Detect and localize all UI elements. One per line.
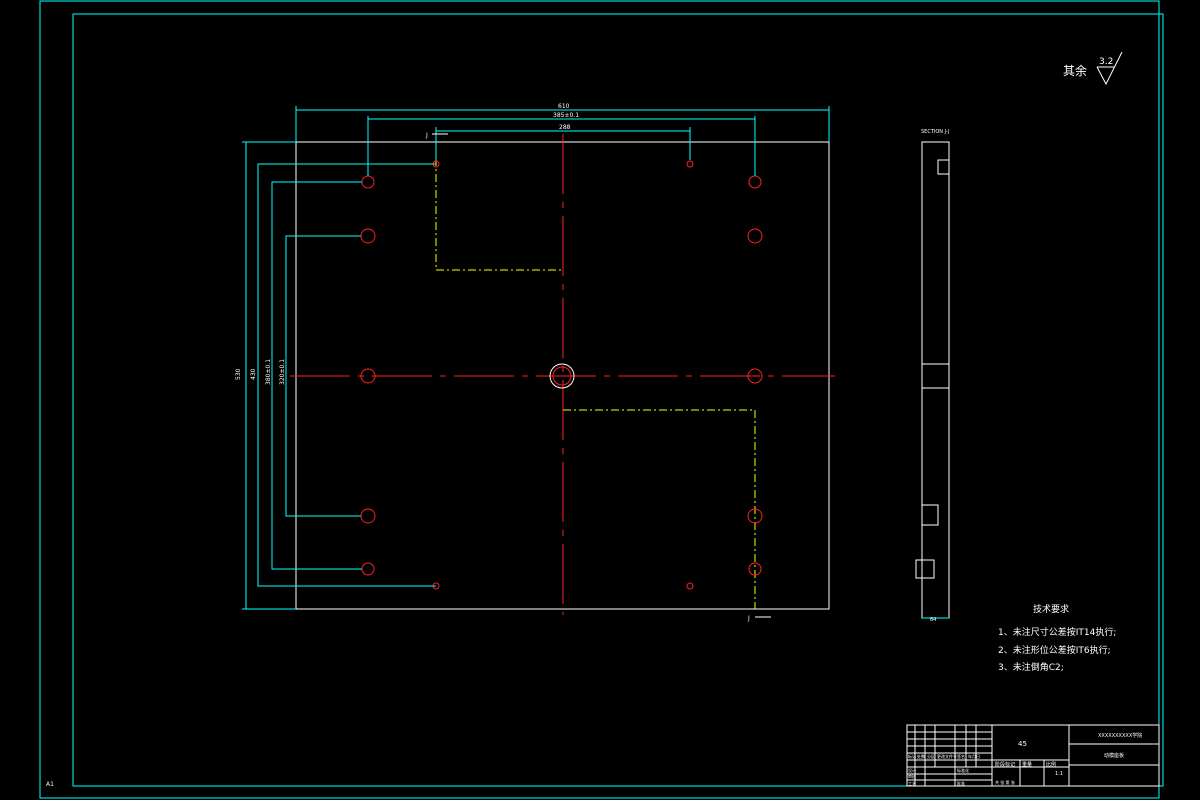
sheet-size-note: A1 xyxy=(46,781,54,788)
tb-role-standard: 标准化 xyxy=(957,767,969,773)
section-view: SECTION J-J 64 xyxy=(915,129,950,623)
centerlines xyxy=(290,134,835,615)
tb-row-label-2: 处数 xyxy=(917,753,925,759)
hidden-outline-lines xyxy=(435,142,756,609)
dim-left-3: 380±0.1 xyxy=(265,359,272,385)
tb-row-label-6: 年月日 xyxy=(968,753,980,759)
tech-req-item-1: 1、未注尺寸公差按IT14执行; xyxy=(998,626,1116,638)
roughness-label: 其余 xyxy=(1063,63,1087,78)
surface-roughness-note: 其余 3.2 xyxy=(1063,51,1123,86)
section-title: SECTION J-J xyxy=(921,129,949,135)
dim-left-4: 320±0.1 xyxy=(279,359,286,385)
tb-sheet-label: 共 张 第 张 xyxy=(995,779,1015,785)
dim-side-bottom: 64 xyxy=(930,617,936,623)
holes-layer xyxy=(360,160,763,590)
sheet-inner-border xyxy=(72,13,1164,787)
tech-req-item-3: 3、未注倒角C2; xyxy=(998,661,1064,673)
tb-scale-value: 1:1 xyxy=(1055,771,1063,777)
roughness-symbol xyxy=(1096,51,1123,86)
technical-requirements: 技术要求 1、未注尺寸公差按IT14执行; 2、未注形位公差按IT6执行; 3、… xyxy=(998,603,1116,673)
section-mark-bottom: J xyxy=(747,615,750,622)
dim-left-overall: 530 xyxy=(235,368,242,380)
tech-req-title: 技术要求 xyxy=(1033,603,1069,615)
sheet-outer-border xyxy=(39,0,1160,799)
tb-material: 45 xyxy=(1018,740,1027,748)
section-body xyxy=(921,141,950,619)
tb-university: XXXXXXXXXX学院 xyxy=(1098,732,1142,739)
dim-top-mid: 385±0.1 xyxy=(553,112,579,119)
tb-scale-label: 比例 xyxy=(1046,761,1056,768)
tb-part-name: 动模座板 xyxy=(1104,752,1124,759)
top-dimensions: 610 385±0.1 288 J J xyxy=(295,103,830,622)
dim-top-overall: 610 xyxy=(558,103,570,110)
tb-role-process: 工艺 xyxy=(908,781,916,786)
tb-row-label-5: 签名 xyxy=(957,753,965,759)
tb-role-design: 设计 xyxy=(908,767,916,773)
dim-left-2: 430 xyxy=(250,368,257,380)
tb-row-label-4: 更改文件号 xyxy=(937,753,957,759)
tb-row-label-1: 标记 xyxy=(908,753,916,759)
roughness-value: 3.2 xyxy=(1099,57,1113,67)
tb-stage-label: 阶段标记 xyxy=(995,761,1015,768)
tb-row-label-3: 分区 xyxy=(927,753,935,759)
title-block: 45 XXXXXXXXXX学院 动模座板 重量 比例 1:1 阶段标记 共 张 … xyxy=(906,724,1160,787)
tb-role-review: 审核 xyxy=(908,773,916,779)
tb-weight-label: 重量 xyxy=(1022,761,1032,768)
tb-role-approve: 批准 xyxy=(957,780,965,786)
dim-top-inner: 288 xyxy=(559,124,571,131)
tech-req-item-2: 2、未注形位公差按IT6执行; xyxy=(998,644,1111,656)
left-dimensions: 530 430 380±0.1 320±0.1 xyxy=(235,141,436,610)
section-mark-top: J xyxy=(425,132,428,139)
